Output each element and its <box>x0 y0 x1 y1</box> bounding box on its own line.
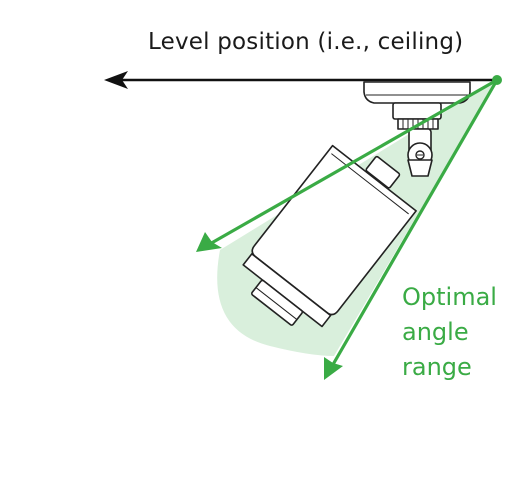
range-label-line: range <box>402 353 472 381</box>
range-arrows <box>196 75 502 380</box>
range-arrow-upper <box>207 78 498 247</box>
level-arrowhead <box>104 71 128 89</box>
range-label-line: angle <box>402 318 469 346</box>
mount-bracket <box>407 159 433 177</box>
pivot-point <box>492 75 502 85</box>
level-position-label: Level position (i.e., ceiling) <box>148 29 464 55</box>
mount-plate <box>363 81 471 104</box>
level-arrow <box>104 71 494 89</box>
camera-neck <box>365 155 401 189</box>
camera-body <box>242 144 417 328</box>
range-arrowhead-lower <box>324 357 343 380</box>
camera-sunshield <box>242 253 332 328</box>
range-label-line: Optimal <box>402 283 497 311</box>
range-arrowhead-upper <box>196 232 222 252</box>
range-arrow-lower <box>329 79 499 369</box>
optimal-range-label: Optimal angle range <box>402 280 497 385</box>
